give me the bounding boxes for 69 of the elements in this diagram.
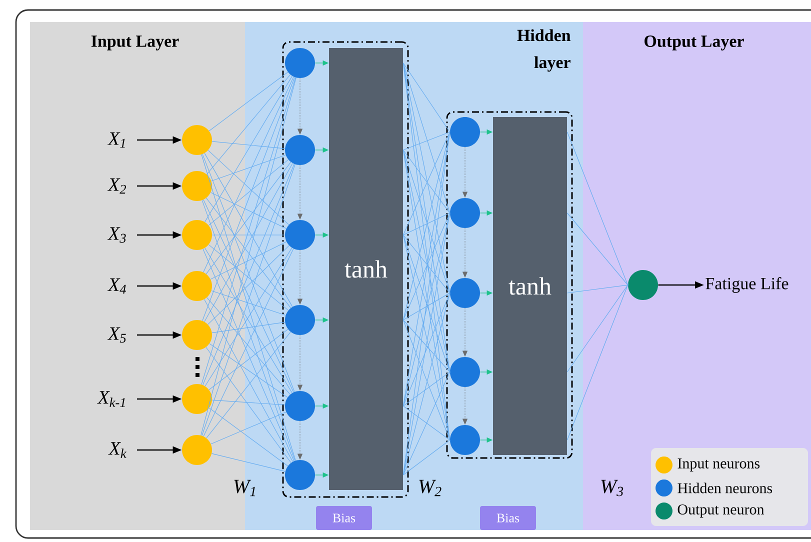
connection-line — [212, 322, 286, 334]
bias-box: Bias — [316, 506, 372, 530]
connection-line — [210, 192, 287, 229]
connection-line — [206, 198, 292, 308]
input-neuron — [182, 384, 212, 414]
connection-line — [204, 76, 292, 222]
connection-line — [202, 200, 296, 461]
connection-line — [200, 77, 296, 436]
input-neuron — [182, 320, 212, 350]
hidden-neuron — [285, 305, 315, 335]
hidden-neuron — [285, 48, 315, 78]
connection-line — [202, 76, 295, 322]
input-neuron — [182, 125, 212, 155]
hidden-neuron — [450, 117, 480, 147]
hidden-neuron — [450, 198, 480, 228]
hidden-neuron — [450, 357, 480, 387]
activation-box: tanh — [493, 117, 567, 455]
connection-line — [211, 290, 286, 316]
input-label: X$_{3}$ — [107, 227, 126, 243]
activation-box: tanh — [329, 48, 403, 490]
input-label: X$_{4}$ — [107, 278, 126, 294]
connection-line — [208, 328, 288, 390]
input-neuron — [182, 271, 212, 301]
connection-line — [208, 244, 289, 311]
dash-dot-group-box — [446, 111, 573, 459]
input-label: X$_{2}$ — [107, 178, 126, 194]
connection-line — [210, 412, 286, 444]
hidden-neuron — [285, 391, 315, 421]
connection-line — [203, 199, 294, 393]
hidden-neuron — [285, 460, 315, 490]
connection-line — [201, 77, 296, 385]
output-neuron — [628, 270, 658, 300]
connection-line — [212, 234, 286, 236]
connection-line — [206, 332, 291, 438]
hidden-neuron — [285, 220, 315, 250]
connection-line — [206, 162, 292, 274]
legend-label: Output neuron — [678, 504, 764, 518]
connection-line — [209, 343, 288, 398]
connection-line — [212, 141, 286, 149]
connection-line — [211, 453, 286, 472]
connection-lines — [566, 132, 629, 440]
weight-label: W$_{2}$ — [419, 480, 442, 496]
weight-label: W$_{3}$ — [601, 480, 624, 496]
hidden-neuron — [285, 135, 315, 165]
legend-label: Hidden neurons — [678, 482, 772, 494]
hidden-neuron — [450, 425, 480, 455]
bias-box: Bias — [480, 506, 536, 530]
input-label: X$_{k-1}$ — [97, 391, 125, 407]
connection-line — [208, 408, 288, 466]
hidden-neuron — [450, 278, 480, 308]
connection-line — [206, 297, 290, 395]
input-label: X$_{5}$ — [107, 327, 126, 343]
input-neuron — [182, 171, 212, 201]
dash-dot-group-box — [282, 41, 409, 498]
legend-label: Input neurons — [678, 458, 760, 472]
input-label: X$_{k}$ — [108, 442, 126, 458]
input-neuron — [182, 220, 212, 250]
connection-line — [206, 346, 292, 464]
input-neuron — [182, 435, 212, 465]
connection-line — [212, 400, 286, 406]
connection-line — [208, 72, 288, 132]
output-label: Fatigue Life — [706, 277, 788, 293]
connection-line — [204, 299, 294, 462]
connection-line — [208, 245, 290, 325]
input-label: X$_{1}$ — [107, 132, 125, 148]
connection-line — [211, 154, 286, 182]
connection-line — [203, 76, 294, 272]
connection-line — [210, 241, 287, 280]
connection-line — [206, 74, 291, 175]
